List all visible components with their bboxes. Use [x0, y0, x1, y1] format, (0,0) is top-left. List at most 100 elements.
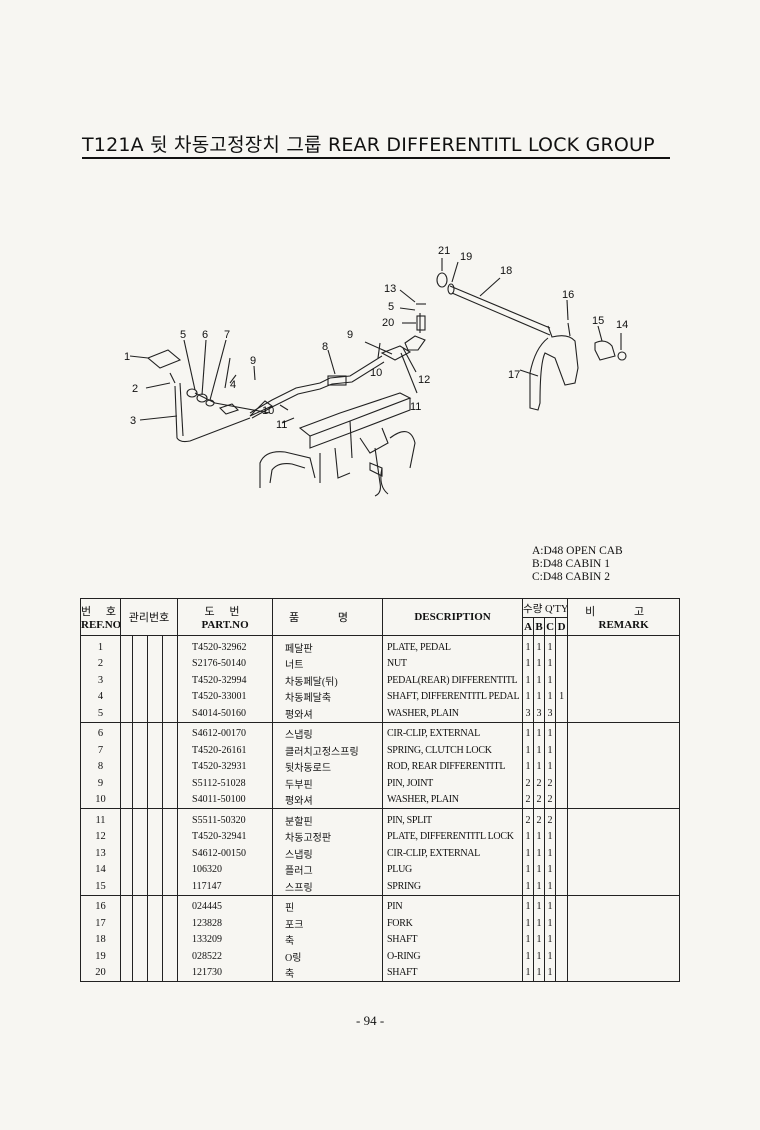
mgmt-cell [120, 915, 133, 932]
mgmt-cell [161, 895, 179, 915]
qty-d-cell [555, 775, 569, 792]
remark-cell [567, 861, 681, 878]
mgmt-cell [120, 722, 133, 742]
qty-c-cell: 1 [544, 931, 557, 948]
remark-cell [567, 758, 681, 775]
qty-a-cell: 1 [522, 655, 535, 672]
ref-cell: 4 [80, 688, 121, 705]
qty-c-cell: 1 [544, 878, 557, 896]
header-qty-a: A [522, 617, 535, 636]
mgmt-cell [147, 705, 163, 723]
page-title: T121A 뒷 차동고정장치 그룹 REAR DIFFERENTITL LOCK… [82, 134, 655, 156]
mgmt-cell [147, 758, 163, 775]
mgmt-cell [132, 742, 148, 759]
mgmt-cell [120, 931, 133, 948]
mgmt-cell [132, 775, 148, 792]
qty-a-cell: 1 [522, 635, 535, 656]
name-ko-cell: 스냅링 [272, 722, 384, 742]
header-quantity: 수량 Q'TY [522, 598, 569, 618]
mgmt-cell [147, 915, 163, 932]
mgmt-cell [120, 808, 133, 829]
remark-cell [567, 672, 681, 689]
ref-cell: 8 [80, 758, 121, 775]
qty-a-cell: 3 [522, 705, 535, 723]
mgmt-cell [120, 791, 133, 809]
qty-d-cell [555, 655, 569, 672]
mgmt-cell [132, 808, 148, 829]
mgmt-cell [132, 845, 148, 862]
remark-cell [567, 828, 681, 845]
mgmt-cell [161, 964, 179, 982]
mgmt-cell [161, 775, 179, 792]
description-cell: WASHER, PLAIN [382, 791, 524, 809]
part-no-cell: S5511-50320 [177, 808, 274, 829]
ref-cell: 16 [80, 895, 121, 915]
description-cell: WASHER, PLAIN [382, 705, 524, 723]
description-cell: PLATE, DIFFERENTITL LOCK [382, 828, 524, 845]
diagram-label: 5 [180, 329, 186, 341]
description-cell: PLUG [382, 861, 524, 878]
qty-d-cell [555, 878, 569, 896]
qty-b-cell: 1 [533, 931, 546, 948]
name-ko-cell: 차동고정판 [272, 828, 384, 845]
diagram-label: 11 [410, 401, 421, 413]
description-cell: PIN, SPLIT [382, 808, 524, 829]
qty-a-cell: 1 [522, 845, 535, 862]
diagram-label: 2 [132, 383, 138, 395]
mgmt-cell [161, 808, 179, 829]
qty-c-cell: 1 [544, 915, 557, 932]
name-ko-cell: 핀 [272, 895, 384, 915]
header-qty-d: D [555, 617, 569, 636]
name-ko-cell: 분할핀 [272, 808, 384, 829]
description-cell: CIR-CLIP, EXTERNAL [382, 722, 524, 742]
page-number: - 94 - [356, 1013, 385, 1028]
mgmt-cell [120, 655, 133, 672]
name-ko-cell: 축 [272, 931, 384, 948]
name-ko-cell: 두부핀 [272, 775, 384, 792]
remark-cell [567, 964, 681, 982]
qty-c-cell: 2 [544, 791, 557, 809]
ref-cell: 17 [80, 915, 121, 932]
qty-b-cell: 1 [533, 722, 546, 742]
qty-b-cell: 1 [533, 964, 546, 982]
description-cell: PLATE, PEDAL [382, 635, 524, 656]
mgmt-cell [120, 845, 133, 862]
remark-cell [567, 722, 681, 742]
mgmt-cell [120, 861, 133, 878]
qty-c-cell: 1 [544, 758, 557, 775]
remark-cell [567, 895, 681, 915]
qty-b-cell: 3 [533, 705, 546, 723]
mgmt-cell [132, 895, 148, 915]
qty-a-cell: 2 [522, 775, 535, 792]
remark-cell [567, 878, 681, 896]
part-no-cell: T4520-32962 [177, 635, 274, 656]
ref-cell: 12 [80, 828, 121, 845]
part-no-cell: S4014-50160 [177, 705, 274, 723]
mgmt-cell [132, 635, 148, 656]
diagram-label: 12 [418, 374, 430, 386]
remark-cell [567, 688, 681, 705]
mgmt-cell [161, 948, 179, 965]
qty-b-cell: 1 [533, 828, 546, 845]
mgmt-cell [132, 878, 148, 896]
ref-cell: 3 [80, 672, 121, 689]
mgmt-cell [147, 742, 163, 759]
diagram-label: 1 [124, 351, 130, 363]
qty-a-cell: 1 [522, 964, 535, 982]
qty-b-cell: 2 [533, 775, 546, 792]
qty-a-cell: 1 [522, 931, 535, 948]
qty-a-cell: 2 [522, 791, 535, 809]
header-qty-b: B [533, 617, 546, 636]
description-cell: PIN, JOINT [382, 775, 524, 792]
mgmt-cell [132, 828, 148, 845]
remark-cell [567, 915, 681, 932]
qty-b-cell: 2 [533, 791, 546, 809]
description-cell: NUT [382, 655, 524, 672]
qty-c-cell: 2 [544, 775, 557, 792]
